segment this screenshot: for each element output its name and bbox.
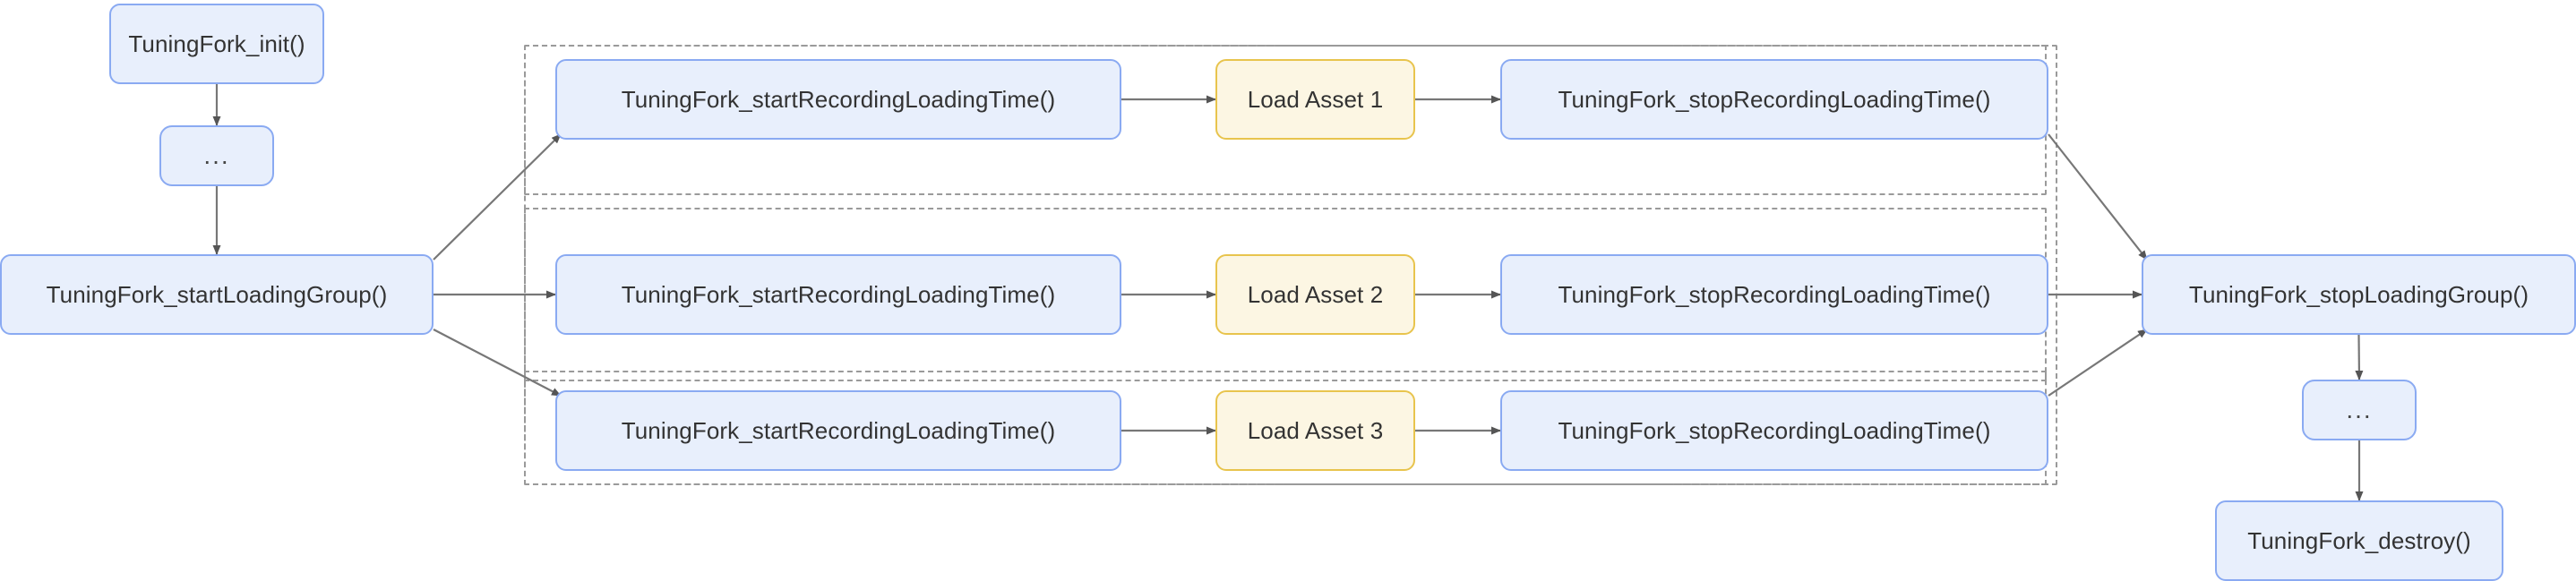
- edge-stop_rec_1-to-stop_group: [2048, 133, 2148, 261]
- node-tuningfork-stoploadinggroup[interactable]: TuningFork_stopLoadingGroup(): [2142, 254, 2576, 335]
- node-load-asset-1[interactable]: Load Asset 1: [1215, 59, 1415, 140]
- node-tuningfork-startloadinggroup[interactable]: TuningFork_startLoadingGroup(): [0, 254, 434, 335]
- node-load-asset-3[interactable]: Load Asset 3: [1215, 390, 1415, 471]
- node-ellipsis-right[interactable]: ...: [2302, 380, 2417, 440]
- edge-stop_group-to-dots_right: [2355, 334, 2364, 380]
- node-startrecordingloadingtime-1[interactable]: TuningFork_startRecordingLoadingTime(): [555, 59, 1121, 140]
- node-ellipsis-left[interactable]: ...: [159, 125, 274, 186]
- node-stoprecordingloadingtime-2[interactable]: TuningFork_stopRecordingLoadingTime(): [1500, 254, 2048, 335]
- edge-stop_rec_3-to-stop_group: [2048, 329, 2148, 397]
- node-stoprecordingloadingtime-3[interactable]: TuningFork_stopRecordingLoadingTime(): [1500, 390, 2048, 471]
- node-stoprecordingloadingtime-1[interactable]: TuningFork_stopRecordingLoadingTime(): [1500, 59, 2048, 140]
- node-tuningfork-destroy[interactable]: TuningFork_destroy(): [2215, 500, 2503, 581]
- node-tuningfork-init[interactable]: TuningFork_init(): [109, 4, 324, 84]
- node-startrecordingloadingtime-3[interactable]: TuningFork_startRecordingLoadingTime(): [555, 390, 1121, 471]
- node-startrecordingloadingtime-2[interactable]: TuningFork_startRecordingLoadingTime(): [555, 254, 1121, 335]
- node-load-asset-2[interactable]: Load Asset 2: [1215, 254, 1415, 335]
